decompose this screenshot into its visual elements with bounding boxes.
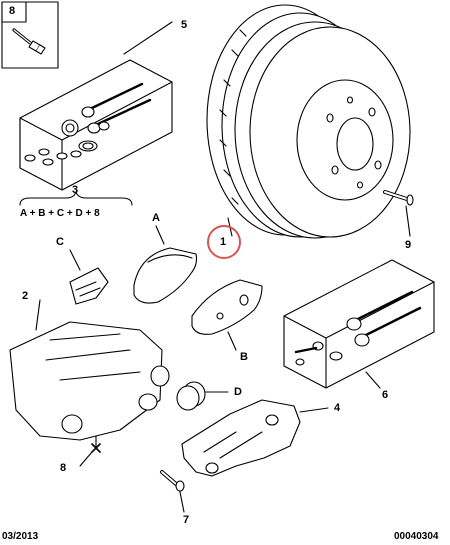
screw-8-box: [1, 1, 59, 69]
caliper-2: [9, 299, 170, 467]
kit-formula: A + B + C + D + 8: [20, 208, 100, 219]
footer-reference: 00040304: [394, 531, 439, 542]
piston-D: [176, 381, 229, 411]
clip-C: [69, 249, 109, 305]
callout-8-caliper: 8: [60, 462, 67, 474]
wheel-stud-9: [383, 190, 414, 237]
brake-pad-A: [133, 225, 198, 304]
callout-3: 3: [72, 184, 79, 196]
callout-A: A: [152, 212, 160, 224]
footer-date: 03/2013: [2, 531, 39, 542]
callout-B: B: [240, 351, 248, 363]
brake-pad-B: [191, 279, 263, 351]
callout-7: 7: [183, 514, 190, 526]
callout-2: 2: [22, 290, 29, 302]
brake-disc-1: [206, 4, 411, 239]
callout-D: D: [234, 386, 242, 398]
kit-3-brace: [19, 191, 133, 206]
callout-9: 9: [405, 239, 412, 251]
parts-kit-6: [283, 259, 435, 389]
highlight-circle: [207, 225, 241, 259]
callout-1: 1: [220, 236, 227, 248]
callout-C: C: [56, 236, 64, 248]
callout-8-box: 8: [9, 5, 16, 17]
caliper-bracket-4: [181, 399, 329, 477]
callout-6: 6: [382, 389, 389, 401]
parts-kit-5: [19, 21, 173, 191]
callout-5: 5: [181, 19, 188, 31]
bolt-7: [160, 470, 185, 513]
callout-4: 4: [334, 402, 341, 414]
